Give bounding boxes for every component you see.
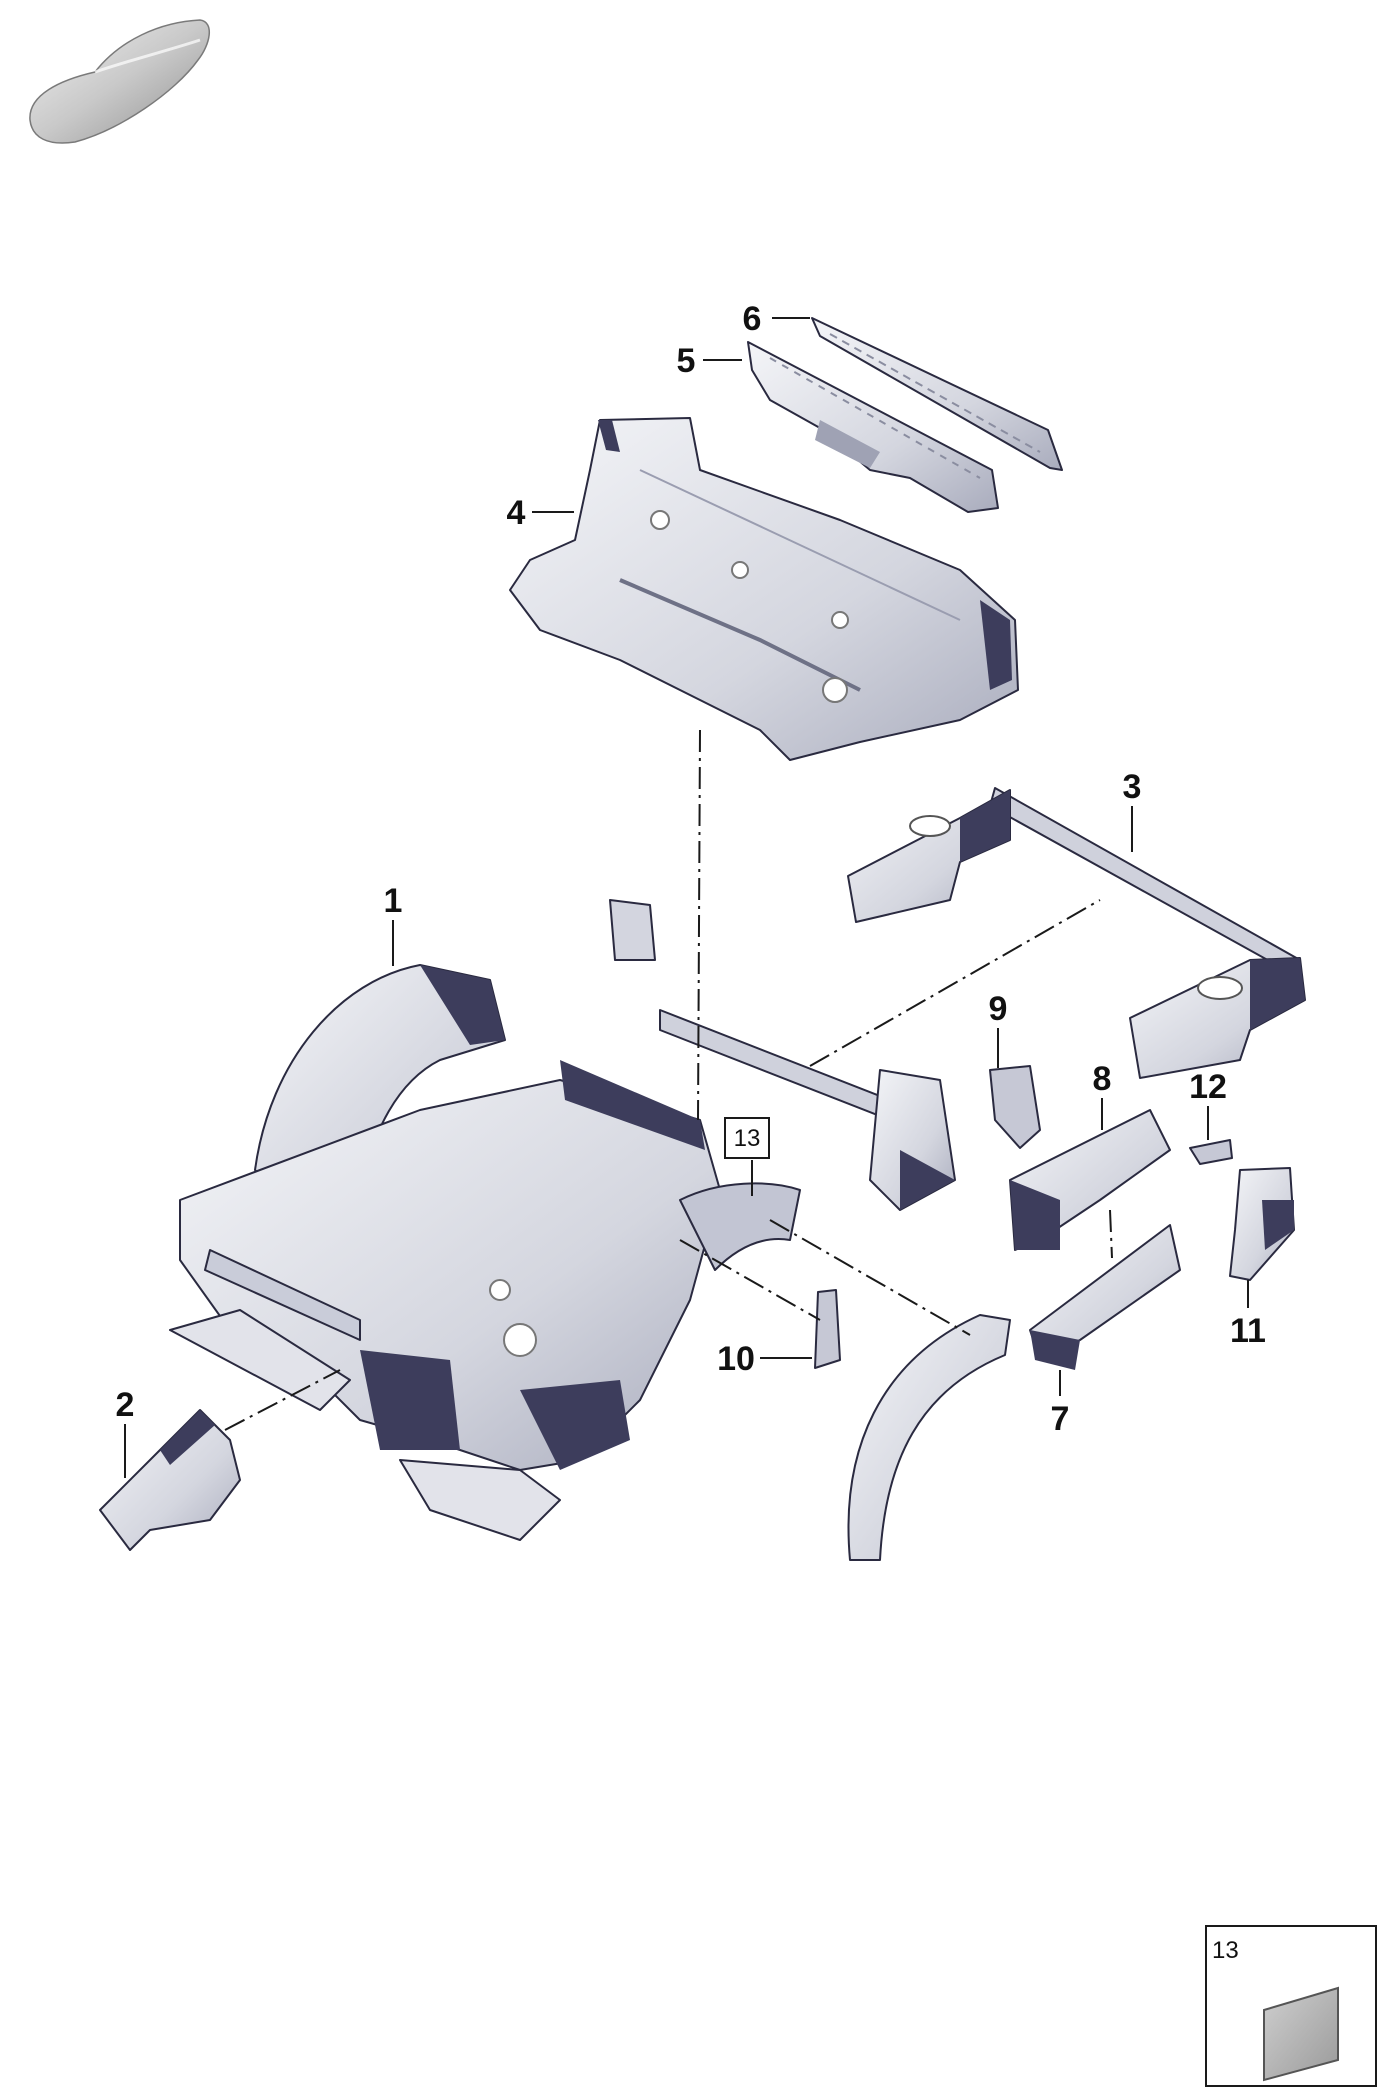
callout-6: 6 (743, 300, 762, 338)
callout-2: 2 (116, 1386, 135, 1424)
callout-11: 11 (1230, 1312, 1266, 1350)
sealing-pad-icon (1263, 1986, 1339, 2082)
part-3-subframe (847, 787, 1306, 1079)
callout-9: 9 (989, 990, 1008, 1028)
callout-8: 8 (1093, 1060, 1112, 1098)
callout-3: 3 (1123, 768, 1142, 806)
callout-5: 5 (677, 342, 696, 380)
callout-labels: 6 5 4 3 1 2 9 8 12 11 10 7 (116, 300, 1266, 1438)
part-10-bracket (814, 1289, 841, 1369)
leader-lines (124, 317, 1249, 1478)
callout-12: 12 (1189, 1068, 1227, 1106)
callout-10: 10 (717, 1340, 755, 1378)
part-2-bracket (99, 1409, 241, 1551)
svg-text:13: 13 (734, 1125, 761, 1152)
legend-13: 13 (1205, 1925, 1377, 2087)
part-9-plate (989, 1065, 1041, 1149)
part-7-wheel-arch (847, 1224, 1181, 1561)
callout-4: 4 (507, 494, 526, 532)
part-6-rail (811, 317, 1063, 471)
legend-label: 13 (1212, 1937, 1239, 1964)
part-8-bracket (1009, 1109, 1171, 1251)
callout-7: 7 (1051, 1400, 1070, 1438)
part-4-rear-floor-panel (509, 417, 1019, 761)
part-1-rear-body-assembly (169, 899, 956, 1541)
boxed-callout-13: 13 (724, 1117, 770, 1159)
callout-1: 1 (384, 882, 403, 920)
car-silhouette-icon (29, 19, 210, 144)
part-11-bracket (1229, 1167, 1295, 1281)
assembly-lines (224, 729, 1113, 1431)
part-12-clip (1189, 1139, 1233, 1165)
part-5-cross-member (747, 341, 999, 513)
